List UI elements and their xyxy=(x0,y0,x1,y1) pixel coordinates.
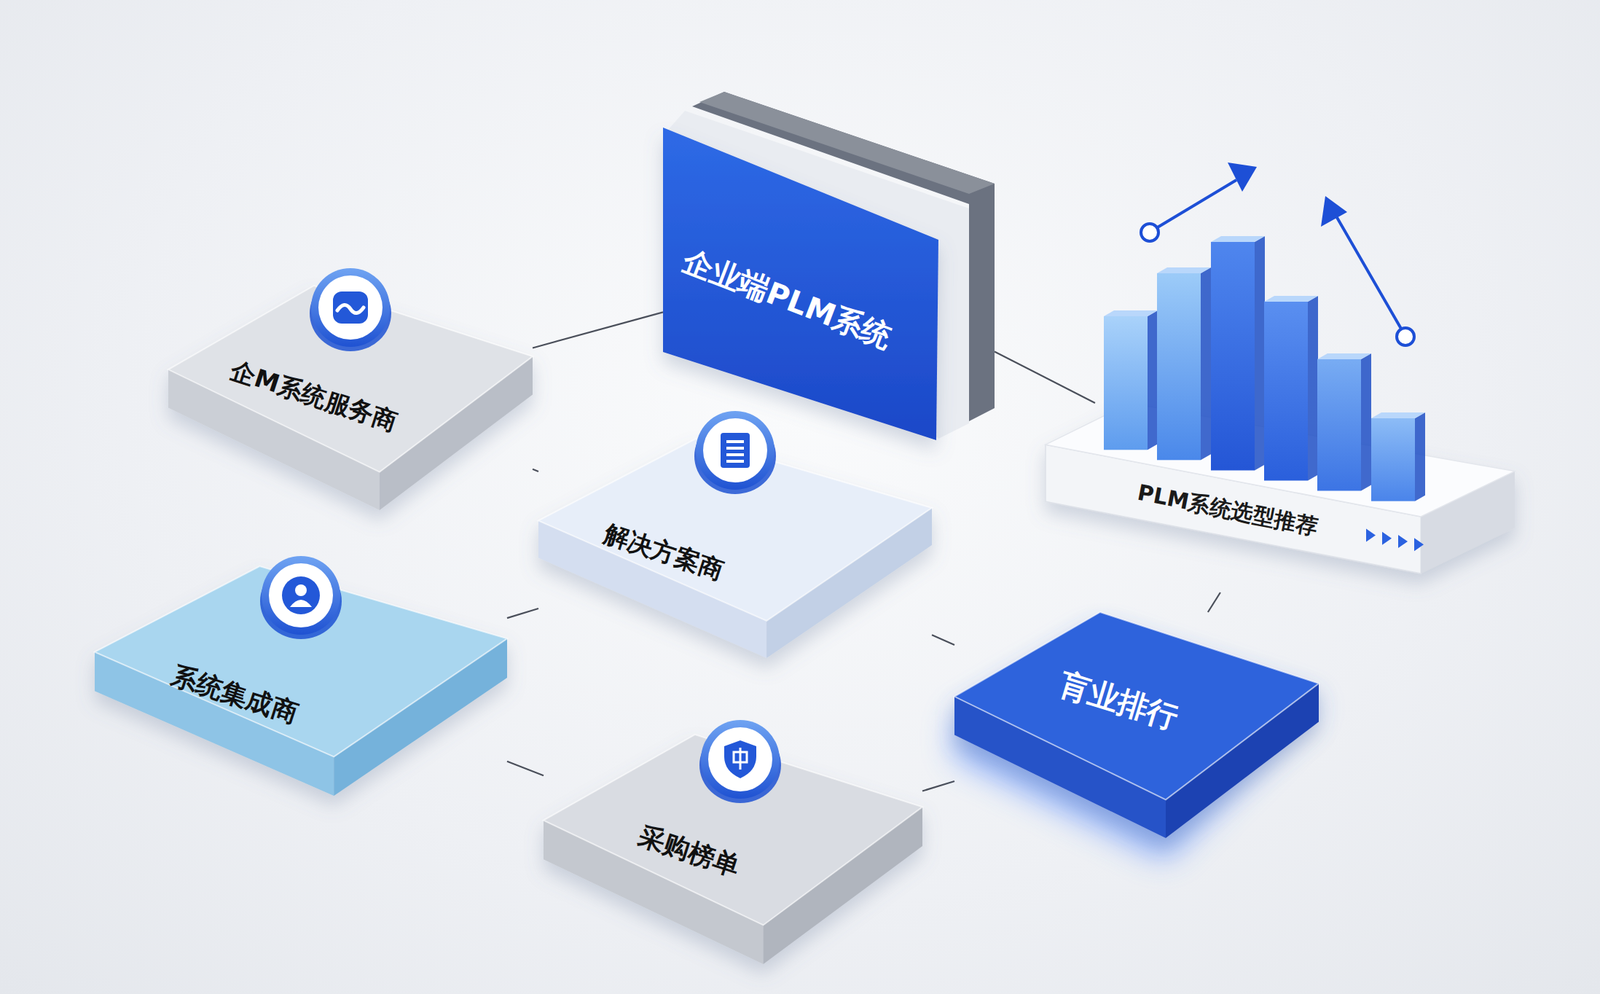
node-outline xyxy=(1045,402,1515,593)
arrow-mark xyxy=(1414,537,1424,551)
node-outline xyxy=(94,566,508,796)
connector-line xyxy=(532,311,664,348)
chart-platform: PLM系统选型推荐 xyxy=(1045,402,1515,593)
arrow-mark xyxy=(1398,534,1408,548)
node-icon xyxy=(309,268,392,352)
arrow-mark xyxy=(1366,528,1376,543)
node-shape xyxy=(168,268,533,511)
connector-line xyxy=(931,634,955,645)
node-icon xyxy=(260,555,342,639)
node-shape xyxy=(954,612,1319,860)
node-icon xyxy=(699,719,782,803)
connector-line xyxy=(1208,592,1221,613)
node-shape xyxy=(663,91,995,441)
connector-line xyxy=(507,761,544,776)
platform-slab: 系统集成商 xyxy=(94,566,508,796)
book-block: 企业端PLM系统 xyxy=(663,91,995,442)
node-outline xyxy=(954,612,1319,838)
node-shape xyxy=(94,555,508,796)
connector-line xyxy=(994,351,1096,403)
node-icon xyxy=(694,410,776,494)
node-shape xyxy=(1045,162,1515,574)
connector-line xyxy=(922,781,955,792)
connector-line xyxy=(507,608,539,618)
node-outline xyxy=(538,438,932,658)
platform-slab: 解决方案商 xyxy=(538,438,932,658)
trend-arrows xyxy=(1140,162,1415,346)
arrow-mark xyxy=(1382,531,1392,545)
platform-slab: 肓业排行 xyxy=(954,612,1319,838)
platform-slab: 企M系统服务商 xyxy=(168,285,533,511)
node-outline xyxy=(543,734,923,964)
connector-line xyxy=(532,469,539,472)
node-shape xyxy=(543,719,923,964)
platform-slab: 采购榜单 xyxy=(543,734,923,964)
bar-chart xyxy=(1103,236,1426,502)
node-shape xyxy=(538,410,932,658)
